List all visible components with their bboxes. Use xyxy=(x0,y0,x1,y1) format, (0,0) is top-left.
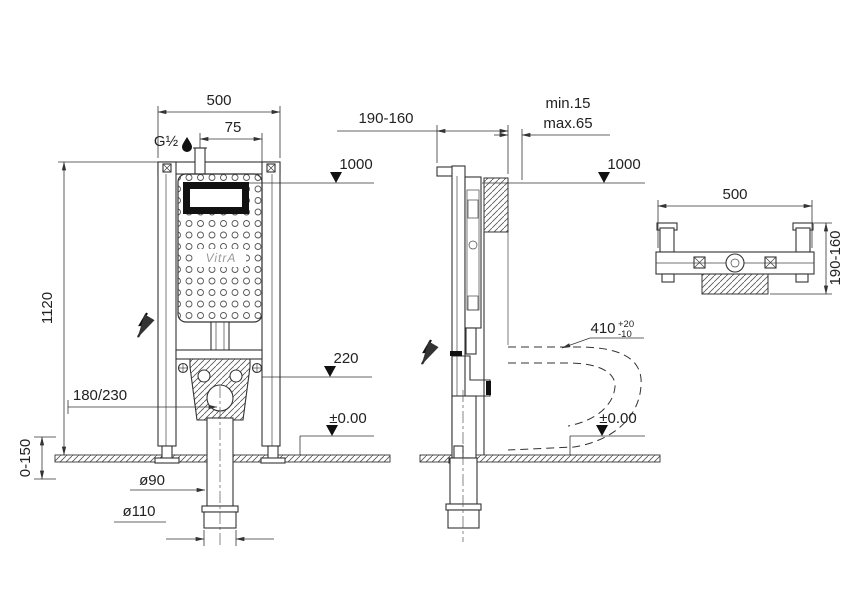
level-datum-icon xyxy=(330,172,342,183)
dim-label-outlet-d90: ø90 xyxy=(139,472,165,489)
dim-outlet-d110: ø110 xyxy=(114,503,274,546)
dim-inlet-offset: 75 xyxy=(199,119,263,170)
side-dimensions: 190-160 min.15 max.65 1000 410 +20 -10 ±… xyxy=(337,95,645,455)
cistern-front: VitrA xyxy=(177,173,263,323)
dim-label-feet-range: 0-150 xyxy=(17,439,34,477)
dim-label-bowl-tol-down: -10 xyxy=(618,329,632,340)
dim-top-width: 500 xyxy=(657,186,813,248)
cistern-side xyxy=(464,176,482,329)
front-view: VitrA xyxy=(54,137,391,548)
floor-side xyxy=(419,454,661,463)
top-dimensions: 500 190-160 xyxy=(657,186,844,295)
flush-pipe-front xyxy=(210,321,230,355)
dim-frame-height: 1120 xyxy=(39,161,158,456)
dim-drain-offset: 180/230 xyxy=(67,387,218,414)
level-floor-front: ±0.00 xyxy=(299,410,374,455)
dim-label-cladding-max: max.65 xyxy=(543,115,592,132)
lightning-bolt-icon xyxy=(137,312,155,339)
dim-feet-range: 0-150 xyxy=(17,436,56,480)
seat-bolt-icon xyxy=(764,256,777,269)
dim-label-outlet-level: 220 xyxy=(333,350,358,367)
wall-bracket-arms xyxy=(656,222,814,253)
dim-cladding: min.15 max.65 xyxy=(494,95,610,180)
drain-pipe-front xyxy=(201,386,239,548)
seat-bolt-icon xyxy=(693,256,706,269)
dim-label-frame-depth: 190-160 xyxy=(358,110,413,127)
dim-label-floor-side: ±0.00 xyxy=(599,410,636,427)
mounting-frame-side xyxy=(436,165,466,447)
dim-label-inlet-offset: 75 xyxy=(225,119,242,136)
water-inlet-pipe xyxy=(193,147,207,175)
anchor-bolt-icon xyxy=(266,163,276,173)
water-drop-icon xyxy=(182,137,192,152)
dim-front-width: 500 xyxy=(157,92,281,158)
wall-section xyxy=(483,177,509,455)
flush-pipe-top xyxy=(725,253,745,273)
cistern-section-top xyxy=(701,273,769,295)
dim-label-top-width: 500 xyxy=(722,186,747,203)
level-actuation-front: 1000 xyxy=(249,156,374,184)
level-actuation-side: 1000 xyxy=(482,156,645,184)
dim-label-bowl-tol-up: +20 xyxy=(618,319,634,330)
level-datum-icon xyxy=(324,366,336,377)
bowl-fixing-bolt-icon xyxy=(251,362,263,374)
vitra-logo: VitrA xyxy=(206,251,237,265)
wall-bracket xyxy=(436,166,454,177)
dim-top-depth: 190-160 xyxy=(770,222,844,295)
dim-label-frame-height: 1120 xyxy=(39,292,56,324)
dim-label-actuation-front: 1000 xyxy=(339,156,372,173)
adjustable-feet-front xyxy=(154,445,286,464)
cross-bar xyxy=(175,349,263,360)
mounting-frame-front xyxy=(157,161,281,447)
top-view xyxy=(655,222,815,295)
dim-label-bowl-level: 410 xyxy=(590,320,615,337)
dim-label-front-width: 500 xyxy=(206,92,231,109)
lightning-bolt-icon xyxy=(421,339,439,366)
dim-frame-depth: 190-160 xyxy=(337,110,509,174)
dim-label-top-depth: 190-160 xyxy=(827,230,844,285)
gasket xyxy=(486,381,491,395)
anchor-bolt-icon xyxy=(162,163,172,173)
level-datum-icon xyxy=(598,172,610,183)
dim-label-actuation-side: 1000 xyxy=(607,156,640,173)
dim-bowl-level: 410 +20 -10 xyxy=(561,319,644,349)
level-datum-icon xyxy=(596,425,608,436)
level-floor-side: ±0.00 xyxy=(569,410,645,455)
gasket xyxy=(450,351,462,356)
dim-label-drain-offset: 180/230 xyxy=(73,387,127,404)
inspection-window xyxy=(190,189,242,207)
level-outlet: 220 xyxy=(262,350,372,378)
drain-pipe-side xyxy=(445,390,482,542)
side-view xyxy=(419,165,661,542)
dim-outlet-d90: ø90 xyxy=(130,472,206,493)
bowl-fixing-bolt-icon xyxy=(177,362,189,374)
dim-label-outlet-d110: ø110 xyxy=(122,503,155,520)
dim-label-cladding-min: min.15 xyxy=(545,95,590,112)
level-datum-icon xyxy=(326,425,338,436)
dim-label-floor-front: ±0.00 xyxy=(329,410,366,427)
dim-label-inlet-thread: G½ xyxy=(154,133,179,150)
front-dimensions: 500 G½ 75 1120 1000 220 180/230 xyxy=(17,92,374,546)
wc-bowl-outline xyxy=(507,346,642,451)
